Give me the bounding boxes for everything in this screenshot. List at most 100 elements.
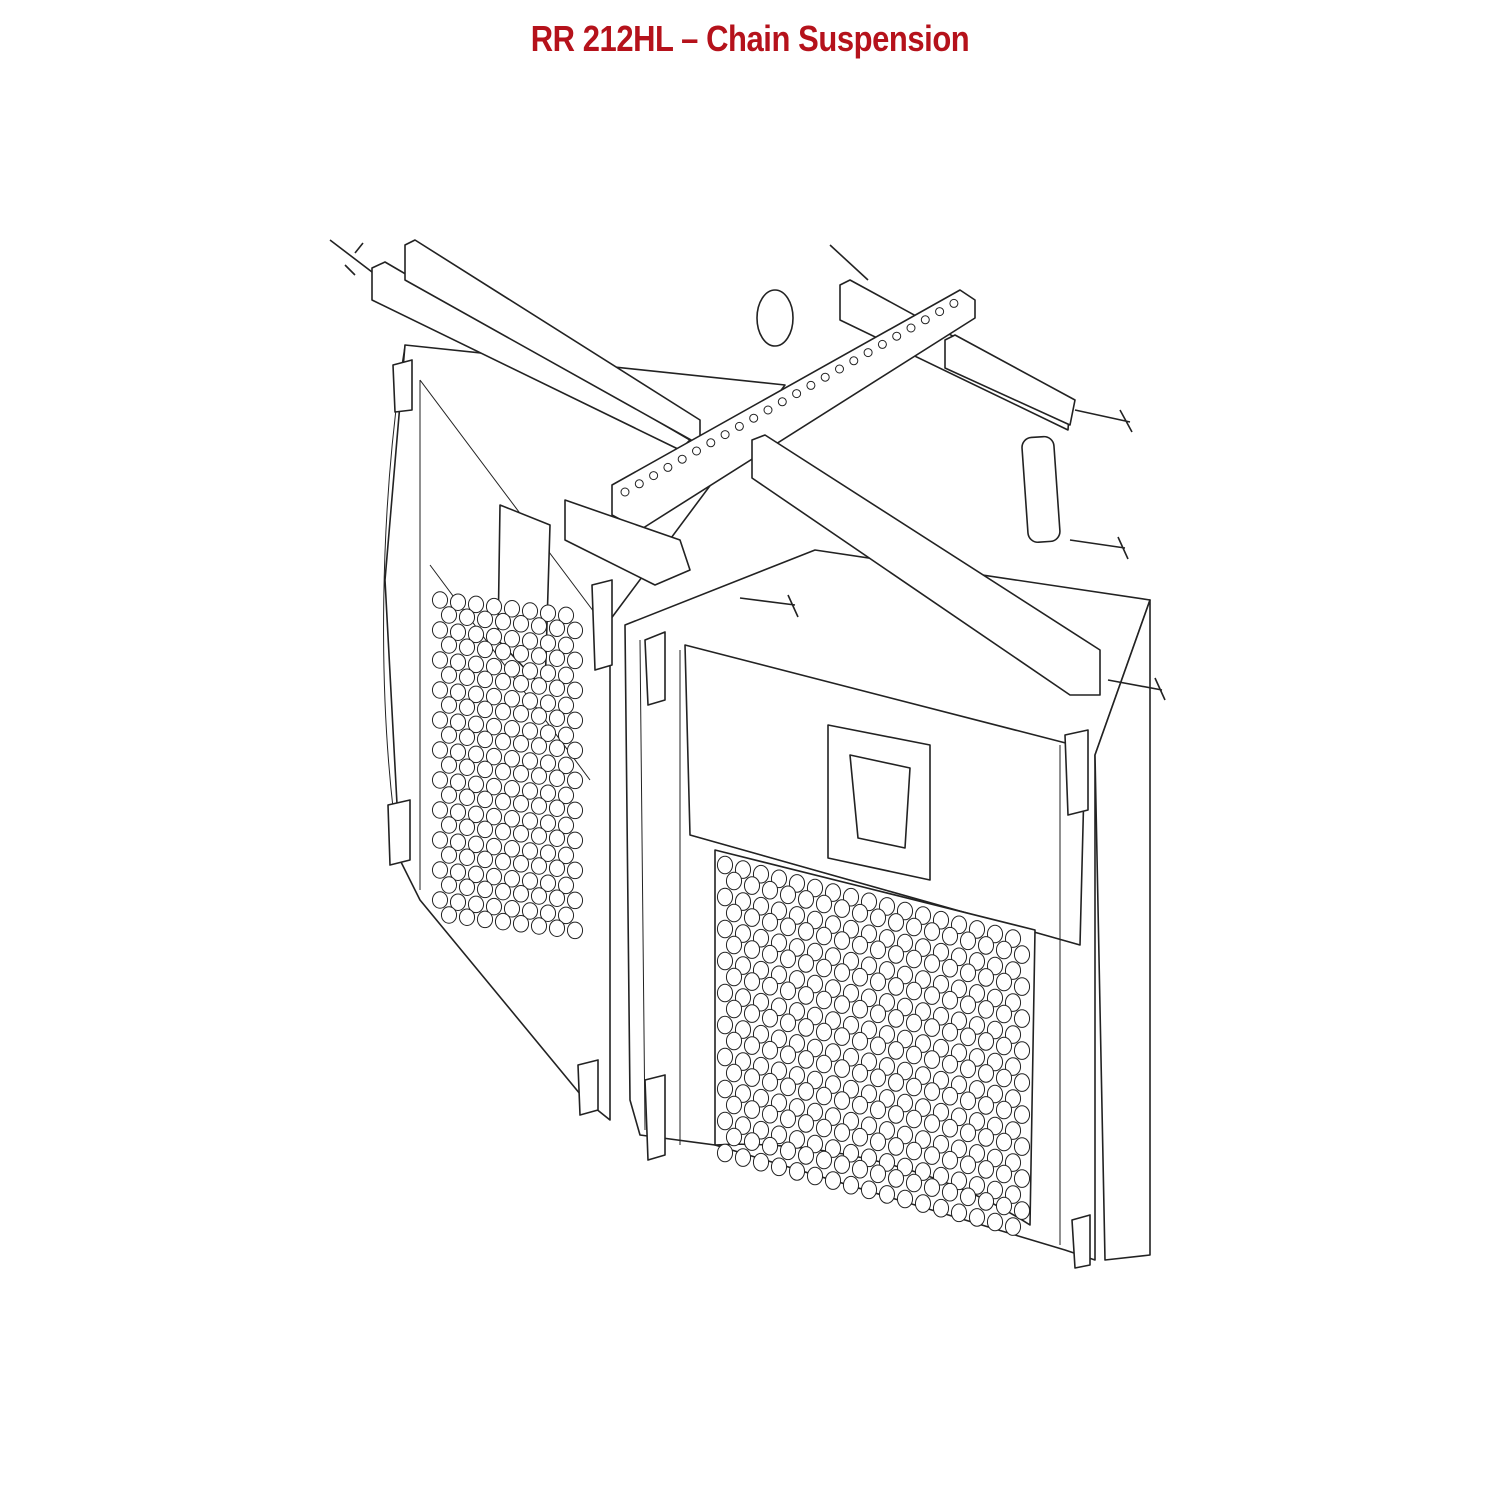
grille-hole [539, 844, 557, 862]
grille-hole [494, 852, 512, 871]
grille-hole [467, 865, 485, 884]
shackle-icon [756, 289, 794, 347]
frame-hole [935, 307, 945, 317]
grille-hole [512, 855, 530, 873]
grille-hole [521, 872, 539, 890]
grille-hole [557, 606, 575, 625]
grille-hole [458, 848, 476, 866]
grille-hole [923, 1178, 941, 1197]
grille-hole [779, 1045, 797, 1065]
grille-hole [503, 900, 521, 918]
grille-hole [485, 807, 503, 826]
grille-hole [431, 831, 449, 849]
grille-hole [851, 967, 869, 987]
grille-hole [521, 902, 539, 920]
grille-hole [941, 958, 959, 978]
grille-hole [977, 1096, 995, 1115]
grille-hole [743, 876, 761, 895]
grille-hole [503, 630, 521, 648]
grille-hole [530, 707, 548, 725]
grille-hole [431, 801, 449, 819]
grille-hole [503, 780, 521, 798]
grille-hole [869, 1036, 887, 1056]
grille-hole [566, 861, 584, 880]
grille-hole [869, 1004, 887, 1024]
grille-hole [986, 1212, 1004, 1232]
grille-hole [797, 1050, 815, 1069]
grille-hole [566, 921, 584, 940]
grille-hole [905, 1045, 923, 1065]
grille-hole [1013, 977, 1031, 996]
grille-hole [905, 917, 923, 937]
grille-hole [485, 777, 503, 796]
grille-hole [833, 1155, 851, 1174]
grille-hole [887, 977, 905, 996]
grille-hole [440, 876, 458, 894]
grille-hole [476, 820, 494, 839]
grille-hole [539, 664, 557, 682]
grille-hole [449, 803, 467, 821]
grille-hole [449, 653, 467, 671]
grille-hole [869, 940, 887, 960]
grille-hole [743, 1100, 761, 1119]
grille-hole [779, 981, 797, 1001]
grille-hole [869, 1100, 887, 1120]
grille-hole [557, 876, 575, 895]
frame-hole [949, 298, 959, 308]
grille-hole [923, 1082, 941, 1101]
grille-hole [779, 1013, 797, 1033]
grille-hole [476, 760, 494, 779]
grille-hole [725, 1127, 743, 1147]
grille-hole [968, 1208, 986, 1227]
grille-hole [905, 981, 923, 1001]
grille-hole [494, 882, 512, 901]
grille-hole [761, 1040, 779, 1060]
grille-hole [503, 690, 521, 708]
grille-hole [539, 784, 557, 802]
grille-hole [530, 767, 548, 785]
grille-hole [476, 670, 494, 689]
grille-hole [725, 935, 743, 955]
grille-hole [725, 1095, 743, 1115]
grille-hole [779, 1141, 797, 1161]
grille-hole [494, 672, 512, 691]
grille-hole [977, 968, 995, 987]
grille-hole [521, 632, 539, 650]
grille-hole [539, 724, 557, 742]
frame-hole [777, 397, 787, 407]
grille-hole [476, 850, 494, 869]
grille-hole [797, 890, 815, 909]
grille-hole [869, 1164, 887, 1184]
grille-hole [905, 1173, 923, 1193]
grille-hole [923, 1018, 941, 1037]
grille-hole [431, 741, 449, 759]
grille-hole [458, 878, 476, 896]
grille-hole [521, 602, 539, 620]
grille-hole [1013, 1073, 1031, 1092]
grille-hole [779, 1077, 797, 1097]
grille-hole [539, 874, 557, 892]
grille-hole [743, 908, 761, 927]
grille-hole [566, 771, 584, 790]
grille-hole [752, 1152, 770, 1172]
grille-hole [761, 944, 779, 964]
grille-hole [467, 805, 485, 824]
grille-hole [440, 756, 458, 774]
grille-hole [548, 649, 566, 667]
grille-hole [440, 816, 458, 834]
grille-hole [557, 636, 575, 655]
grille-hole [521, 752, 539, 770]
grille-hole [977, 1192, 995, 1211]
grille-hole [725, 999, 743, 1019]
grille-hole [977, 1128, 995, 1147]
grille-hole [941, 1086, 959, 1106]
grille-hole [995, 1132, 1013, 1152]
grille-hole [548, 769, 566, 787]
grille-hole [566, 711, 584, 730]
grille-hole [476, 730, 494, 749]
frame-hole [835, 364, 844, 374]
grille-hole [1013, 1201, 1031, 1220]
grille-hole [833, 995, 851, 1014]
grille-hole [485, 837, 503, 856]
frame-hole [863, 348, 873, 358]
